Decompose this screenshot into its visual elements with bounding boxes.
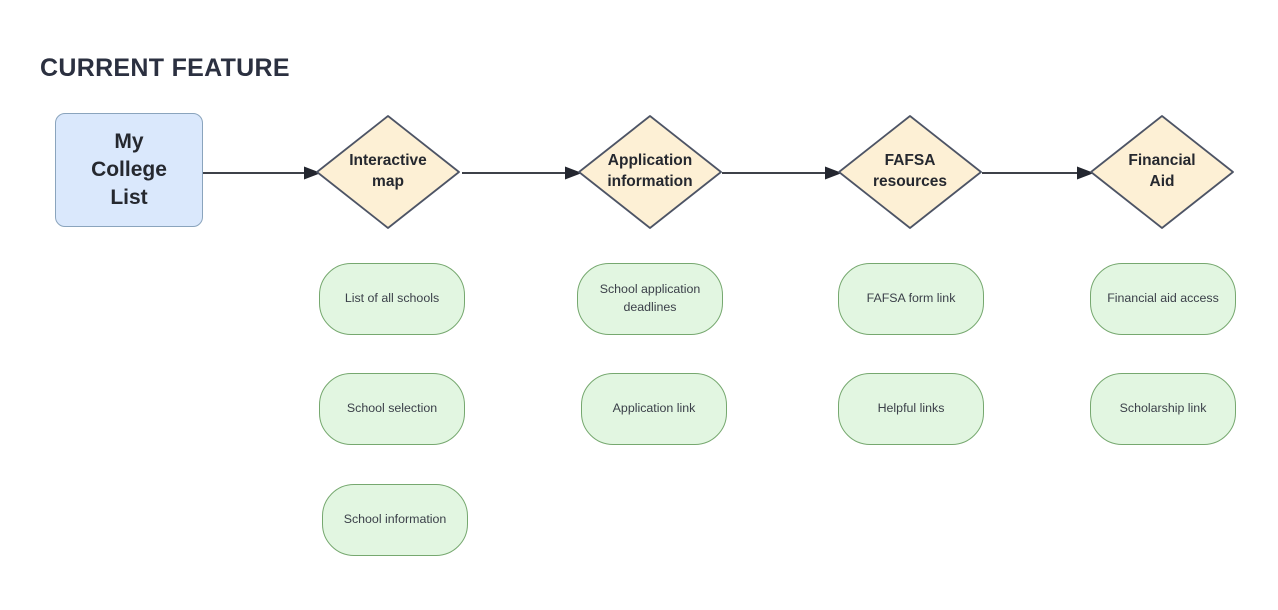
- pill-fafsa-form-link[interactable]: FAFSA form link: [838, 263, 984, 335]
- arrow-interactive-map-to-application-information: [462, 165, 582, 181]
- arrow-start-to-interactive-map: [203, 165, 321, 181]
- pill-application-link[interactable]: Application link: [581, 373, 727, 445]
- pill-list-of-all-schools[interactable]: List of all schools: [319, 263, 465, 335]
- pill-helpful-links[interactable]: Helpful links: [838, 373, 984, 445]
- pill-scholarship-link[interactable]: Scholarship link: [1090, 373, 1236, 445]
- pill-school-selection[interactable]: School selection: [319, 373, 465, 445]
- page-title: CURRENT FEATURE: [40, 54, 290, 82]
- pill-financial-aid-access[interactable]: Financial aid access: [1090, 263, 1236, 335]
- arrow-fafsa-resources-to-financial-aid: [982, 165, 1094, 181]
- pill-school-information[interactable]: School information: [322, 484, 468, 556]
- arrow-application-information-to-fafsa-resources: [722, 165, 842, 181]
